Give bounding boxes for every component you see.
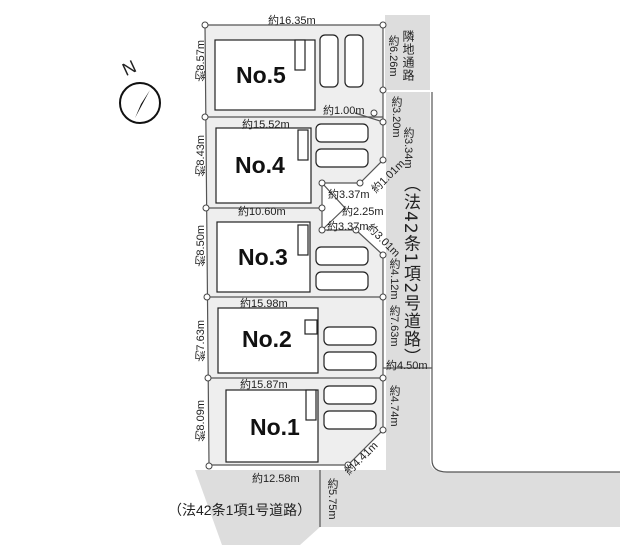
dimension: 約8.09m xyxy=(195,400,207,442)
dimension: 約12.58m xyxy=(252,473,300,485)
dimension: 約15.52m xyxy=(242,119,290,131)
dimension: 約7.63m xyxy=(388,305,400,347)
east-road xyxy=(195,92,620,545)
dimension: 約15.98m xyxy=(240,298,288,310)
lot-label: No.1 xyxy=(250,414,300,440)
dimension: 約8.50m xyxy=(195,225,207,267)
dimension: 約3.34m xyxy=(402,127,414,169)
parking-cars xyxy=(315,34,377,430)
dimension: 約7.63m xyxy=(195,320,207,362)
dimension: 約3.37m xyxy=(327,221,369,233)
dimension: 約4.50m xyxy=(386,360,428,372)
dimension: 約2.25m xyxy=(342,206,384,218)
lot-label: No.3 xyxy=(238,244,288,270)
dimension: 約10.60m xyxy=(238,206,286,218)
dimension: 約6.26m xyxy=(387,35,399,77)
dimension: 約4.74m xyxy=(388,385,400,427)
east-road-label: （法42条1項2号道路） xyxy=(400,175,420,367)
dimension: 約1.00m xyxy=(323,105,365,117)
dimension: 約3.20m xyxy=(390,96,402,138)
neighbor-road-label: 隣地通路 xyxy=(401,30,415,82)
south-road-label: （法42条1項1号道路） xyxy=(168,502,312,518)
dimension: 約8.57m xyxy=(195,40,207,82)
dimension: 約8.43m xyxy=(195,135,207,177)
lot-label: No.5 xyxy=(236,62,286,88)
dimension: 約4.12m xyxy=(388,258,400,300)
lot-label: No.4 xyxy=(235,152,285,178)
lot-label: No.2 xyxy=(242,326,292,352)
neighbor-passage xyxy=(385,15,430,90)
dimension: 約3.37m xyxy=(328,189,370,201)
dimension: 約15.87m xyxy=(240,379,288,391)
dimension: 約5.75m xyxy=(326,478,338,520)
dimension: 約16.35m xyxy=(268,15,316,27)
compass-icon xyxy=(119,82,161,124)
